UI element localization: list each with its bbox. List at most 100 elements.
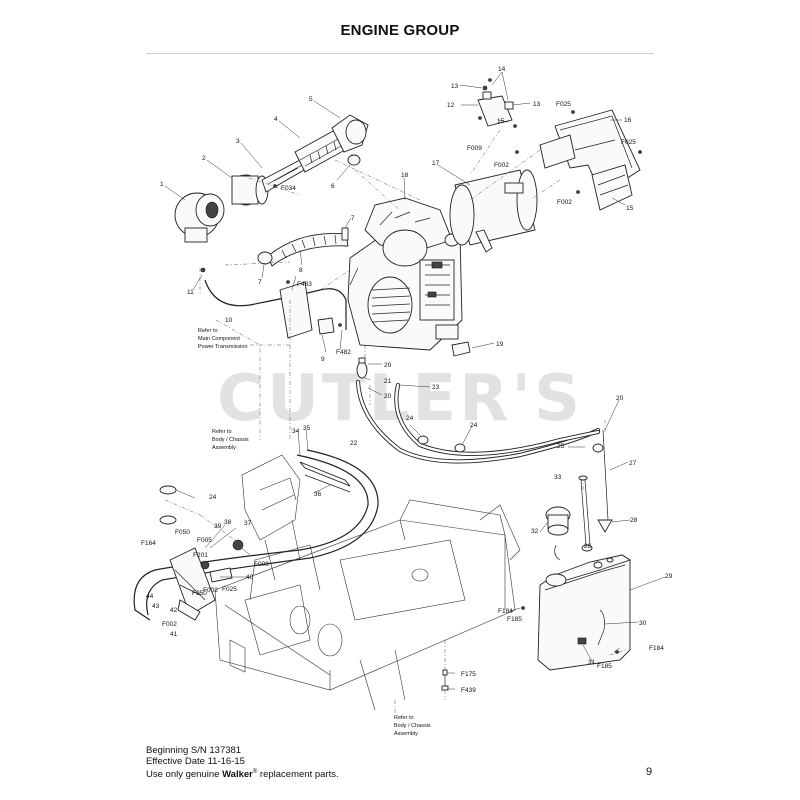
svg-text:Main Component: Main Component (198, 336, 240, 342)
callout-F050b: F050 (192, 590, 207, 597)
air-cleaner-housing (231, 174, 269, 206)
callout-F185a: F185 (507, 616, 522, 623)
fuel-tank-29 (537, 554, 632, 671)
callout-F025a: F025 (556, 101, 571, 108)
callout-32: 32 (531, 528, 539, 535)
callout-6: 6 (331, 183, 335, 190)
callout-31: 31 (588, 659, 596, 666)
callout-24a: 24 (406, 415, 414, 422)
callout-F201: F201 (193, 552, 208, 559)
callout-11: 11 (187, 289, 194, 296)
callout-14: 14 (498, 66, 506, 73)
callout-38: 38 (224, 519, 232, 526)
callout-36: 36 (314, 491, 322, 498)
callout-9: 9 (321, 356, 325, 363)
callout-12: 12 (447, 102, 455, 109)
callout-F005: F005 (197, 537, 212, 544)
callout-40: 40 (246, 574, 254, 581)
callout-24c: 24 (209, 494, 217, 501)
callout-37: 37 (244, 520, 252, 527)
callout-16: 16 (624, 117, 632, 124)
callout-28: 28 (630, 517, 638, 524)
chassis-frame (214, 499, 521, 711)
footer-genuine-parts: Use only genuine Walker® replacement par… (146, 767, 339, 780)
callout-27: 27 (629, 460, 637, 467)
footer-genuine-prefix: Use only genuine (146, 769, 223, 781)
callout-24b: 24 (470, 422, 478, 429)
hose-clamp-24 (417, 435, 466, 453)
callout-15b: 15 (626, 205, 634, 212)
seat-strap-36 (299, 461, 351, 493)
muffler-17 (449, 169, 538, 253)
callout-15a: 15 (497, 118, 505, 125)
clamp-7-upper (341, 227, 349, 241)
air-cleaner-assembly (174, 192, 225, 243)
callout-2: 2 (202, 155, 206, 162)
leader-lines (164, 71, 666, 690)
callout-7b: 7 (258, 279, 262, 286)
callout-39: 39 (214, 523, 222, 530)
footer-brand: Walker (222, 769, 253, 781)
fuel-hose-23 (394, 382, 601, 456)
callout-5: 5 (309, 96, 313, 103)
title-divider (146, 53, 654, 54)
svg-text:Body / Chassis: Body / Chassis (394, 723, 431, 729)
callout-34: 34 (292, 428, 300, 435)
callout-42: 42 (170, 607, 178, 614)
footer-effective-date: Effective Date 11-16-15 (146, 756, 245, 767)
callout-F483: F483 (297, 281, 312, 288)
fuel-hose-22 (355, 379, 601, 464)
reference-note-body-chassis-lower: Refer to Body / Chassis Assembly (394, 715, 431, 737)
callout-3: 3 (236, 138, 240, 145)
callout-F050a: F050 (175, 529, 190, 536)
callout-20a: 20 (384, 362, 392, 369)
control-cable-right (146, 449, 379, 616)
footer-genuine-suffix: replacement parts. (257, 769, 339, 781)
svg-text:Refer to: Refer to (212, 429, 232, 435)
control-bracket (241, 454, 301, 581)
callout-F184a: F184 (498, 608, 513, 615)
callout-F002d: F002 (162, 621, 177, 628)
hardware-fasteners (200, 78, 642, 327)
engine-18 (347, 197, 463, 351)
callout-10: 10 (225, 317, 233, 324)
svg-text:Body / Chassis: Body / Chassis (212, 437, 249, 443)
fuel-sender-27 (592, 429, 613, 533)
callout-26: 26 (584, 543, 592, 550)
fuel-pickup-tube-33 (578, 475, 591, 546)
callout-F002b: F002 (557, 199, 572, 206)
callout-35: 35 (303, 425, 311, 432)
callout-7a: 7 (351, 215, 355, 222)
callout-F034: F034 (281, 185, 296, 192)
reference-note-power-transmission: Refer to Main Component Power Transmissi… (198, 328, 248, 350)
reference-note-body-chassis-upper: Refer to Body / Chassis Assembly (212, 429, 249, 451)
corrugated-intake-hose-lower (267, 233, 349, 267)
svg-text:Assembly: Assembly (212, 445, 236, 451)
watermark: CUTLER'S (217, 362, 583, 436)
callout-30: 30 (639, 620, 647, 627)
intake-elbow (331, 114, 369, 153)
fuel-fitting-19 (451, 341, 471, 357)
grommet-26 (581, 544, 593, 552)
callout-23: 23 (432, 384, 440, 391)
callout-F482: F482 (336, 349, 351, 356)
callout-13a: 13 (451, 83, 459, 90)
hose-clamp-6 (347, 154, 361, 166)
svg-text:Power Transmission: Power Transmission (198, 344, 248, 350)
svg-text:Assembly: Assembly (394, 731, 418, 737)
callout-F025b: F025 (621, 139, 636, 146)
svg-text:Refer to: Refer to (394, 715, 414, 721)
cable-bracket (279, 281, 335, 339)
callout-4: 4 (274, 116, 278, 123)
fuel-filter-21 (356, 357, 368, 379)
callout-13b: 13 (533, 101, 541, 108)
callout-20b: 20 (384, 393, 392, 400)
callout-F175: F175 (461, 671, 476, 678)
page-title: ENGINE GROUP (340, 22, 460, 39)
callout-F002c: F002 (203, 587, 218, 594)
page-number: 9 (646, 766, 653, 778)
svg-text:Refer to: Refer to (198, 328, 218, 334)
callout-F009a: F009 (467, 145, 482, 152)
fuel-cap-32 (545, 506, 571, 561)
